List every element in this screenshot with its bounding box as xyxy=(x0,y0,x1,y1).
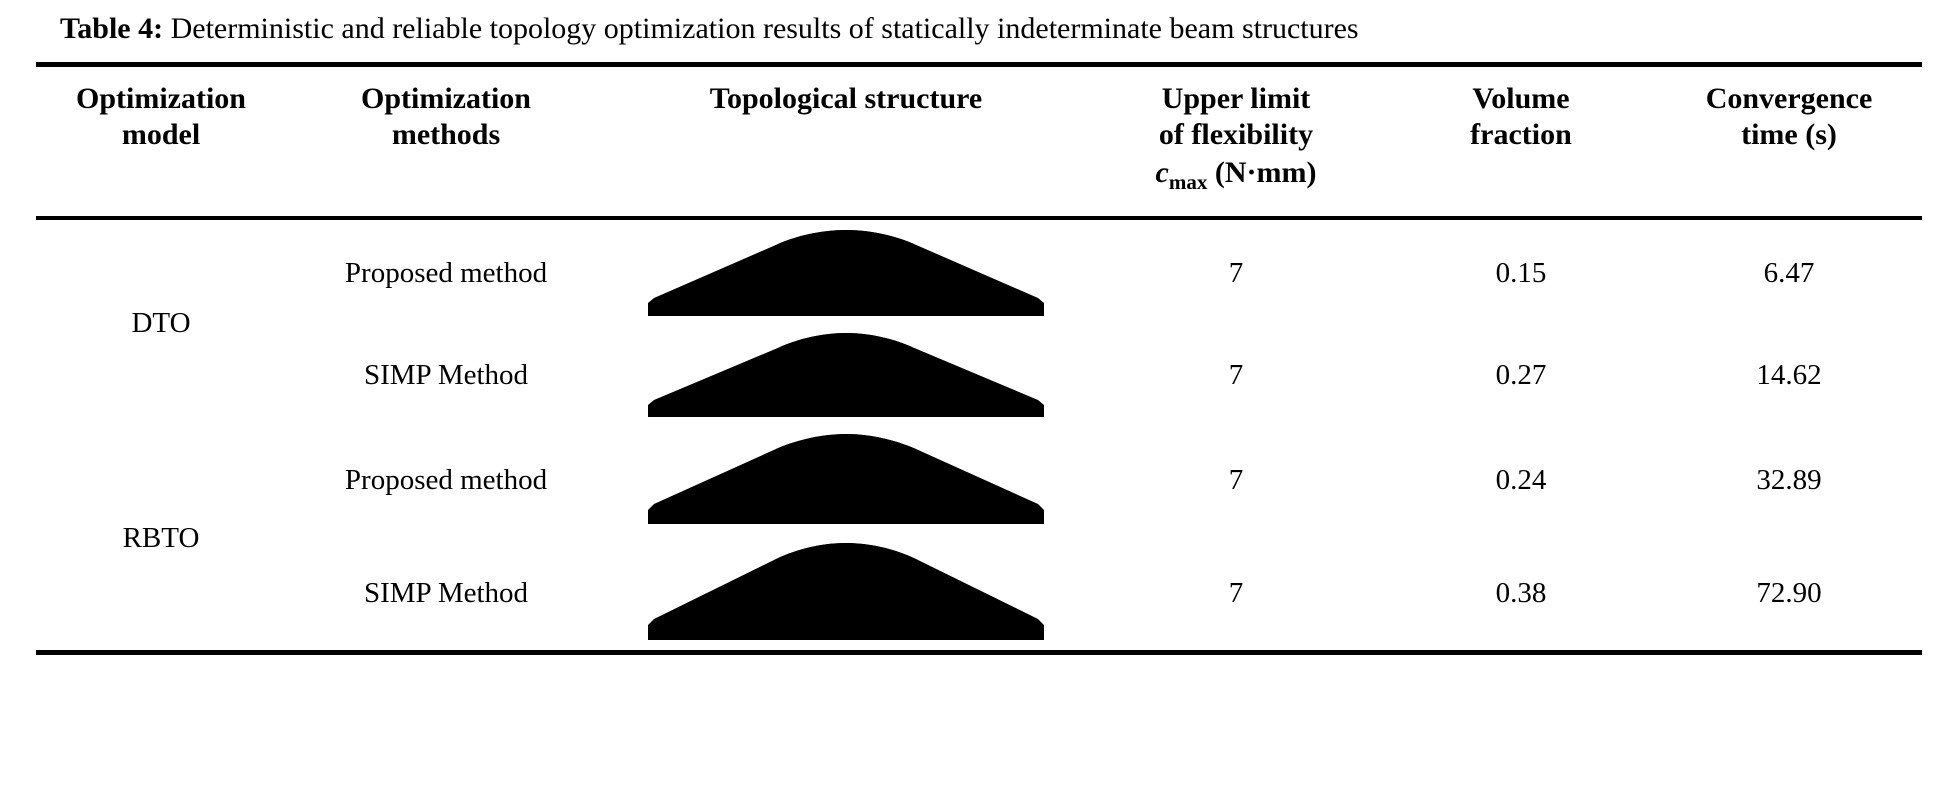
table-row: SIMP Method 7 0.27 14.62 xyxy=(36,325,1922,425)
header-line-1: Topological structure xyxy=(709,82,983,115)
results-table-body: DTO Proposed method xyxy=(36,220,1922,650)
col-header-upper-limit-flexibility: Upper limit of flexibility cmax (N·mm) xyxy=(1086,67,1386,216)
header-line-1: Optimization xyxy=(361,82,531,115)
structure-image-proposed-rbto xyxy=(606,430,1086,530)
results-table: Optimization model Optimization methods … xyxy=(36,67,1922,216)
caption-label: Table 4: xyxy=(60,12,164,45)
table-row: DTO Proposed method xyxy=(36,220,1922,339)
header-line-2: fraction xyxy=(1470,118,1572,151)
structure-image-simp-dto xyxy=(606,328,1086,422)
cell-cmax: 7 xyxy=(1228,576,1244,609)
cell-cmax: 7 xyxy=(1228,464,1244,496)
structure-image-simp-rbto xyxy=(606,539,1086,647)
col-header-convergence-time: Convergence time (s) xyxy=(1656,67,1922,216)
col-header-topological-structure: Topological structure xyxy=(606,67,1086,216)
table-row: SIMP Method xyxy=(36,535,1922,650)
table-top-rule xyxy=(36,62,1922,67)
cell-optimization-model: DTO xyxy=(131,306,191,339)
col-header-volume-fraction: Volume fraction xyxy=(1386,67,1656,216)
table-body: DTO Proposed method xyxy=(36,220,1922,650)
header-row: Optimization model Optimization methods … xyxy=(36,67,1922,216)
header-line-1: Convergence xyxy=(1705,82,1873,115)
header-line-1: Optimization xyxy=(76,82,246,115)
cell-topological-structure xyxy=(606,425,1086,535)
cell-topological-structure xyxy=(606,535,1086,650)
cell-volume-fraction: 0.27 xyxy=(1495,359,1547,391)
header-line-2: time (s) xyxy=(1741,118,1837,151)
header-line-2: of flexibility xyxy=(1158,118,1314,151)
cmax-symbol: c xyxy=(1155,156,1169,189)
cell-convergence-time: 6.47 xyxy=(1763,256,1815,289)
bridge-truss-proposed-rbto-icon xyxy=(648,434,1044,524)
cell-topological-structure xyxy=(606,220,1086,325)
cell-convergence-time: 72.90 xyxy=(1756,576,1822,609)
cell-optimization-method: Proposed method xyxy=(344,464,548,496)
header-line-1: Upper limit xyxy=(1161,82,1311,115)
table-bottom-rule xyxy=(36,650,1922,655)
cmax-unit-text: (N·mm) xyxy=(1214,156,1317,189)
cell-cmax: 7 xyxy=(1228,359,1244,391)
structure-image-proposed-dto xyxy=(606,224,1086,322)
bridge-truss-proposed-dto-icon xyxy=(648,229,1044,316)
cell-volume-fraction: 0.15 xyxy=(1495,256,1547,289)
cell-volume-fraction: 0.24 xyxy=(1495,464,1547,496)
cmax-subscript: max xyxy=(1168,170,1208,194)
caption-text: Deterministic and reliable topology opti… xyxy=(170,12,1359,45)
cell-optimization-method: SIMP Method xyxy=(363,576,529,609)
header-cmax-unit: cmax (N·mm) xyxy=(1092,155,1380,200)
header-line-1: Volume xyxy=(1472,82,1570,115)
cell-topological-structure xyxy=(606,325,1086,425)
table-row: RBTO Proposed method xyxy=(36,425,1922,554)
col-header-optimization-model: Optimization model xyxy=(36,67,286,216)
col-header-optimization-methods: Optimization methods xyxy=(286,67,606,216)
cell-optimization-model: RBTO xyxy=(122,521,200,554)
header-line-2: model xyxy=(121,118,201,151)
table-header: Optimization model Optimization methods … xyxy=(36,67,1922,216)
cell-optimization-method: SIMP Method xyxy=(363,359,529,391)
cell-cmax: 7 xyxy=(1228,256,1244,289)
cell-convergence-time: 14.62 xyxy=(1756,359,1822,391)
cell-optimization-method: Proposed method xyxy=(344,256,548,289)
cell-convergence-time: 32.89 xyxy=(1756,464,1822,496)
table-header-rule xyxy=(36,216,1922,220)
table-caption: Table 4: Deterministic and reliable topo… xyxy=(36,0,1922,62)
header-line-2: methods xyxy=(391,118,501,151)
bridge-truss-simp-rbto-icon xyxy=(648,542,1044,640)
bridge-truss-simp-dto-icon xyxy=(648,333,1044,417)
cell-volume-fraction: 0.38 xyxy=(1495,576,1547,609)
